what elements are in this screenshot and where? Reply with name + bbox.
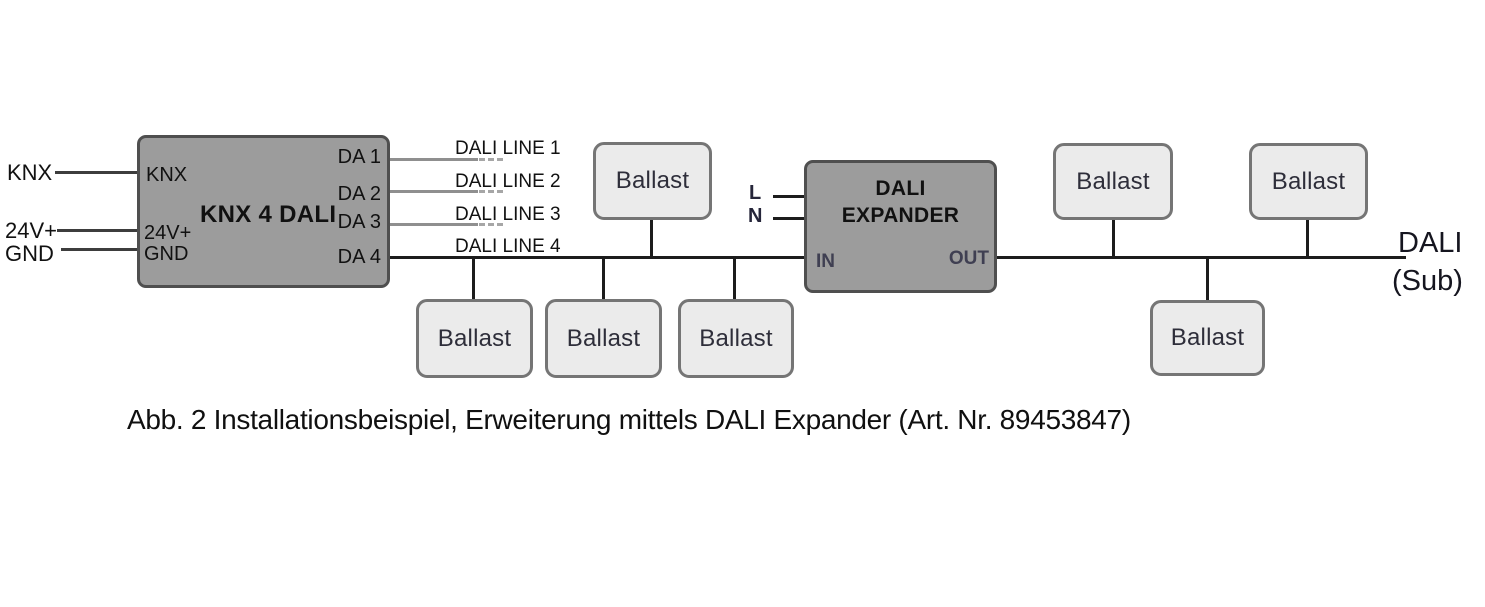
mains-l-wire [773, 195, 806, 198]
gateway-port-da1: DA 1 [337, 146, 381, 168]
dali-line1-stub [390, 158, 478, 161]
dali-line1-dash [479, 158, 503, 161]
gateway-port-da3: DA 3 [337, 211, 381, 233]
dali-sub-line2: (Sub) [1392, 265, 1463, 297]
ballast-right2: Ballast [1249, 143, 1368, 220]
dali-line3-stub [390, 223, 478, 226]
ballast-top1: Ballast [593, 142, 712, 220]
dali-line2-stub [390, 190, 478, 193]
mains-l-label: L [749, 182, 762, 204]
expander-title-line2: EXPANDER [841, 204, 960, 227]
knx-wire [55, 171, 137, 174]
drop-ballast-bottom3 [733, 257, 736, 301]
24v-wire [57, 229, 137, 232]
mains-n-label: N [748, 205, 763, 227]
expander-port-out: OUT [948, 248, 989, 269]
gateway-port-knx: KNX [146, 164, 188, 186]
drop-ballast-right2 [1306, 218, 1309, 258]
drop-ballast-right1 [1112, 218, 1115, 258]
drop-ballast-right-bottom [1206, 257, 1209, 302]
external-24v-label: 24V+ [5, 218, 57, 243]
external-knx-label: KNX [7, 160, 53, 185]
drop-ballast-top1 [650, 218, 653, 258]
knx4dali-gateway-box: KNX KNX 4 DALI 24V+ GND DA 1 DA 2 DA 3 D… [137, 135, 390, 288]
gateway-port-da2: DA 2 [337, 183, 381, 205]
dali-line1-label: DALI LINE 1 [455, 138, 561, 159]
dali-line2-label: DALI LINE 2 [455, 171, 561, 192]
drop-ballast-bottom2 [602, 257, 605, 301]
dali-expander-box: DALI EXPANDER IN OUT [804, 160, 997, 293]
dali-line2-dash [479, 190, 503, 193]
gateway-port-24v: 24V+ [144, 222, 192, 244]
external-gnd-label: GND [5, 241, 54, 266]
dali-sub-line1: DALI [1398, 227, 1463, 259]
ballast-right1: Ballast [1053, 143, 1173, 220]
expander-port-in: IN [816, 251, 835, 272]
dali-sub-bus-label: DALI (Sub) [1392, 224, 1463, 300]
expander-title-line1: DALI [875, 177, 926, 200]
expander-title: DALI EXPANDER [807, 175, 994, 229]
gateway-port-gnd: GND [144, 243, 189, 265]
ballast-bottom3: Ballast [678, 299, 794, 378]
gateway-title: KNX 4 DALI [200, 201, 337, 228]
gnd-wire [61, 248, 137, 251]
dali-line4-label: DALI LINE 4 [455, 236, 561, 257]
gateway-port-da4: DA 4 [337, 246, 381, 268]
figure-caption: Abb. 2 Installationsbeispiel, Erweiterun… [127, 404, 1131, 435]
ballast-bottom2: Ballast [545, 299, 662, 378]
mains-n-wire [773, 217, 806, 220]
ballast-right-bottom: Ballast [1150, 300, 1265, 376]
dali-line3-dash [479, 223, 503, 226]
drop-ballast-bottom1 [472, 257, 475, 301]
dali-line3-label: DALI LINE 3 [455, 204, 561, 225]
ballast-bottom1: Ballast [416, 299, 533, 378]
